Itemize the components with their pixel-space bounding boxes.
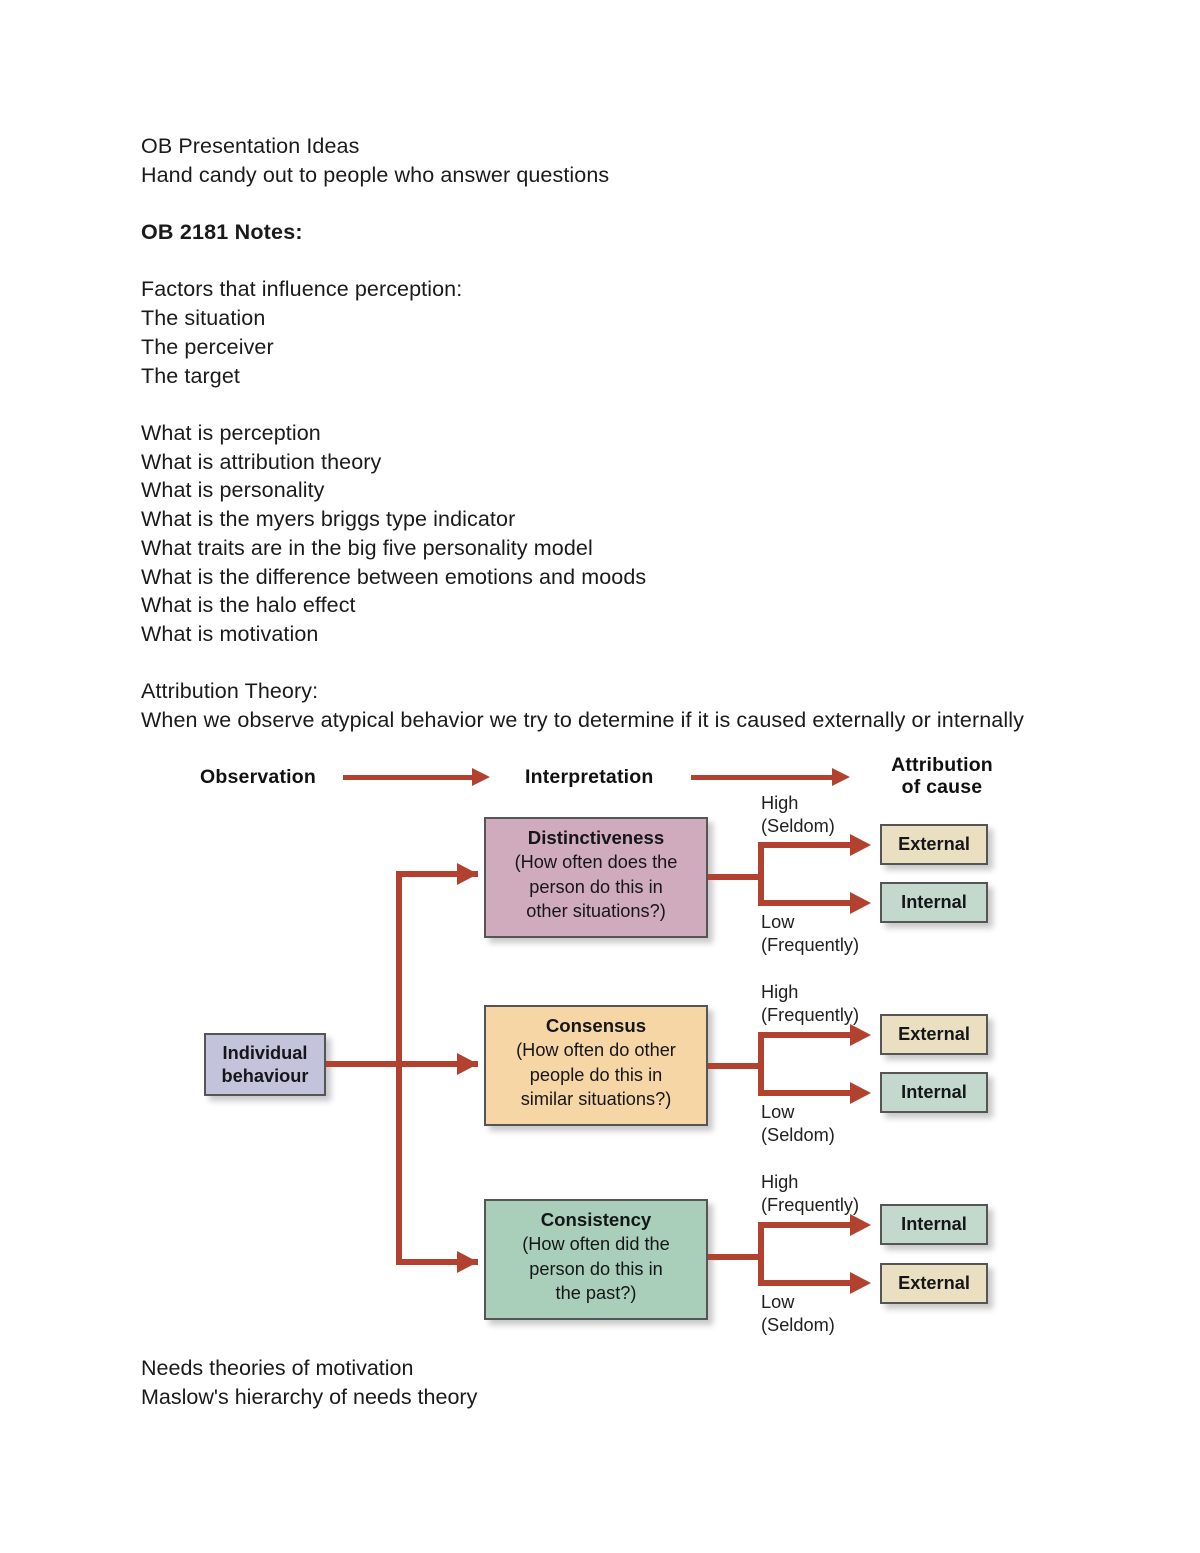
arrowhead-distinctiveness-high-icon xyxy=(850,834,871,856)
consensus-box: Consensus (How often do other people do … xyxy=(484,1005,708,1126)
trunk-vertical-line xyxy=(396,871,402,1265)
attribution-theory-diagram: Observation Interpretation Attribution o… xyxy=(0,745,1200,1355)
header-arrow-right-icon xyxy=(343,768,490,786)
fork-high-line-consistency xyxy=(758,1222,856,1228)
fork-vertical-consensus xyxy=(758,1032,764,1096)
consensus-title: Consensus xyxy=(545,1015,647,1036)
fork-stem-consensus xyxy=(708,1063,764,1069)
factors-line-3: The perceiver xyxy=(141,334,274,359)
footer-line-2: Maslow's hierarchy of needs theory xyxy=(141,1384,478,1409)
distinctiveness-box: Distinctiveness (How often does the pers… xyxy=(484,817,708,938)
consistency-question: (How often did the person do this in the… xyxy=(522,1234,670,1304)
attribution-line-2: When we observe atypical behavior we try… xyxy=(141,708,1024,732)
question-line-6: What is the difference between emotions … xyxy=(141,564,647,589)
diagram-header-attribution-of-cause: Attribution of cause xyxy=(891,754,993,798)
label-distinctiveness-high: High (Seldom) xyxy=(761,793,835,836)
distinctiveness-title: Distinctiveness xyxy=(527,827,665,848)
arrowhead-consensus-high-icon xyxy=(850,1024,871,1046)
outcome-distinctiveness-low: Internal xyxy=(880,882,988,923)
fork-low-line-consensus xyxy=(758,1090,856,1096)
intro-line-1: OB Presentation Ideas xyxy=(141,134,360,158)
outcome-consensus-high: External xyxy=(880,1014,988,1055)
arrowhead-consensus-low-icon xyxy=(850,1082,871,1104)
footer-notes: Needs theories of motivation Maslow's hi… xyxy=(141,1354,477,1411)
label-distinctiveness-low: Low (Frequently) xyxy=(761,912,860,955)
question-line-4: What is the myers briggs type indicator xyxy=(141,507,516,532)
outcome-distinctiveness-high: External xyxy=(880,824,988,865)
factors-line-1: Factors that influence perception: xyxy=(141,277,463,302)
outcome-consistency-high: Internal xyxy=(880,1204,988,1245)
consistency-title: Consistency xyxy=(540,1209,652,1230)
fork-vertical-consistency xyxy=(758,1222,764,1286)
label-consensus-low: Low (Seldom) xyxy=(761,1102,835,1145)
consistency-box: Consistency (How often did the person do… xyxy=(484,1199,708,1320)
distinctiveness-question: (How often does the person do this in ot… xyxy=(514,852,678,922)
question-line-2: What is attribution theory xyxy=(141,449,382,474)
diagram-header-observation: Observation xyxy=(200,766,316,788)
label-consensus-high: High (Frequently) xyxy=(761,982,860,1025)
outcome-consensus-low: Internal xyxy=(880,1072,988,1113)
question-line-1: What is perception xyxy=(141,420,321,445)
arrowhead-to-distinctiveness-icon xyxy=(457,863,478,885)
fork-high-line-distinctiveness xyxy=(758,842,856,848)
fork-low-line-consistency xyxy=(758,1280,856,1286)
attribution-line-1: Attribution Theory: xyxy=(141,679,319,704)
branch-line-consistency xyxy=(396,1259,478,1265)
question-line-7: What is the halo effect xyxy=(141,593,356,618)
trunk-horizontal-line xyxy=(326,1061,478,1067)
footer-line-1: Needs theories of motivation xyxy=(141,1356,414,1380)
spacer-1 xyxy=(141,189,1081,218)
question-line-3: What is personality xyxy=(141,478,325,503)
fork-low-line-distinctiveness xyxy=(758,900,856,906)
spacer-3 xyxy=(141,390,1081,419)
individual-behaviour-box: Individual behaviour xyxy=(204,1033,326,1096)
notes-body: OB Presentation Ideas Hand candy out to … xyxy=(141,132,1081,735)
arrowhead-consistency-low-icon xyxy=(850,1272,871,1294)
question-line-8: What is motivation xyxy=(141,621,319,646)
fork-vertical-distinctiveness xyxy=(758,842,764,906)
section-heading: OB 2181 Notes: xyxy=(141,220,303,245)
question-line-5: What traits are in the big five personal… xyxy=(141,535,593,560)
factors-line-4: The target xyxy=(141,363,240,388)
consensus-question: (How often do other people do this in si… xyxy=(516,1040,676,1110)
label-consistency-high: High (Frequently) xyxy=(761,1172,860,1215)
fork-stem-consistency xyxy=(708,1254,764,1260)
fork-stem-distinctiveness xyxy=(708,874,764,880)
arrowhead-consistency-high-icon xyxy=(850,1214,871,1236)
spacer-4 xyxy=(141,649,1081,678)
label-consistency-low: Low (Seldom) xyxy=(761,1292,835,1335)
header-arrow-right-icon-2 xyxy=(691,768,850,786)
arrowhead-distinctiveness-low-icon xyxy=(850,892,871,914)
branch-line-distinctiveness xyxy=(396,871,478,877)
fork-high-line-consensus xyxy=(758,1032,856,1038)
intro-line-2: Hand candy out to people who answer ques… xyxy=(141,162,610,187)
spacer-2 xyxy=(141,247,1081,276)
arrowhead-to-consistency-icon xyxy=(457,1251,478,1273)
factors-line-2: The situation xyxy=(141,306,266,331)
arrowhead-to-consensus-icon xyxy=(457,1053,478,1075)
diagram-header-interpretation: Interpretation xyxy=(525,766,654,788)
outcome-consistency-low: External xyxy=(880,1263,988,1304)
